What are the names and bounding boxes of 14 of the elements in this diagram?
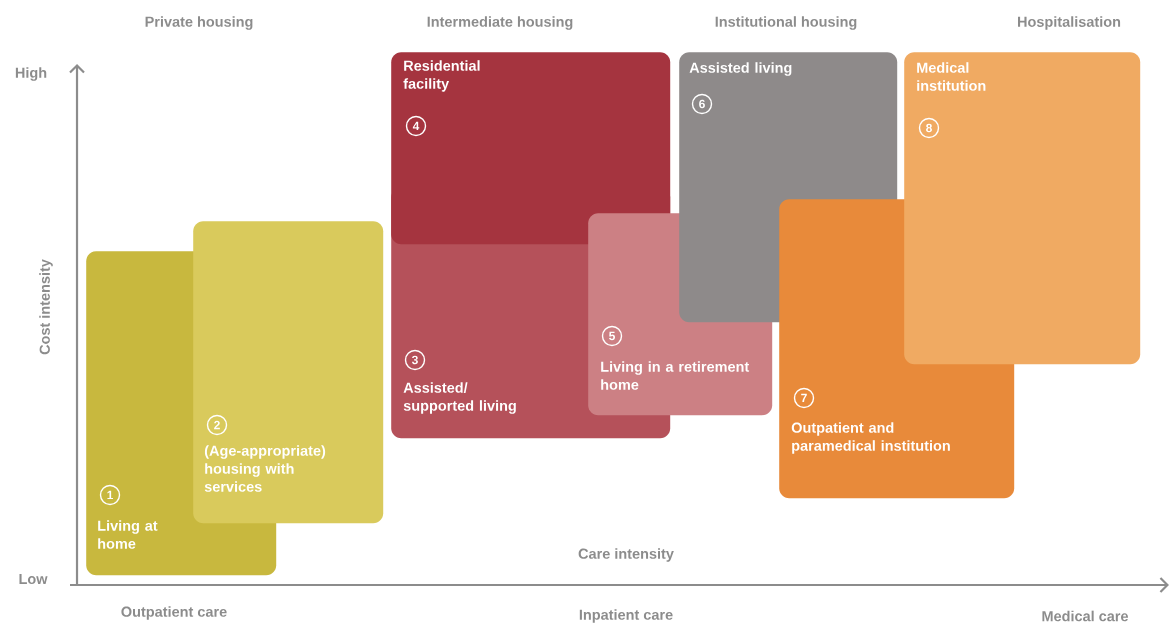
axis-label: Intermediate housing <box>427 16 573 30</box>
axis-label: Hospitalisation <box>1018 16 1121 30</box>
category-box: Residential facility 4 <box>391 52 671 245</box>
axis-label: Care intensity <box>578 548 674 562</box>
category-box: Medical institution 8 <box>904 52 1141 365</box>
axis-label: Private housing <box>145 16 253 30</box>
axis-label: Institutional housing <box>715 16 857 30</box>
axis-label: Cost intensity <box>39 259 53 355</box>
axis-label: Outpatient care <box>121 606 227 620</box>
axis-label: Medical care <box>1042 610 1128 622</box>
axis-label: Inpatient care <box>579 609 673 623</box>
axis-label: Low <box>19 573 48 585</box>
category-box: 2 (Age-appropriate) housing with services <box>193 221 384 524</box>
axis-label: High <box>15 67 47 81</box>
